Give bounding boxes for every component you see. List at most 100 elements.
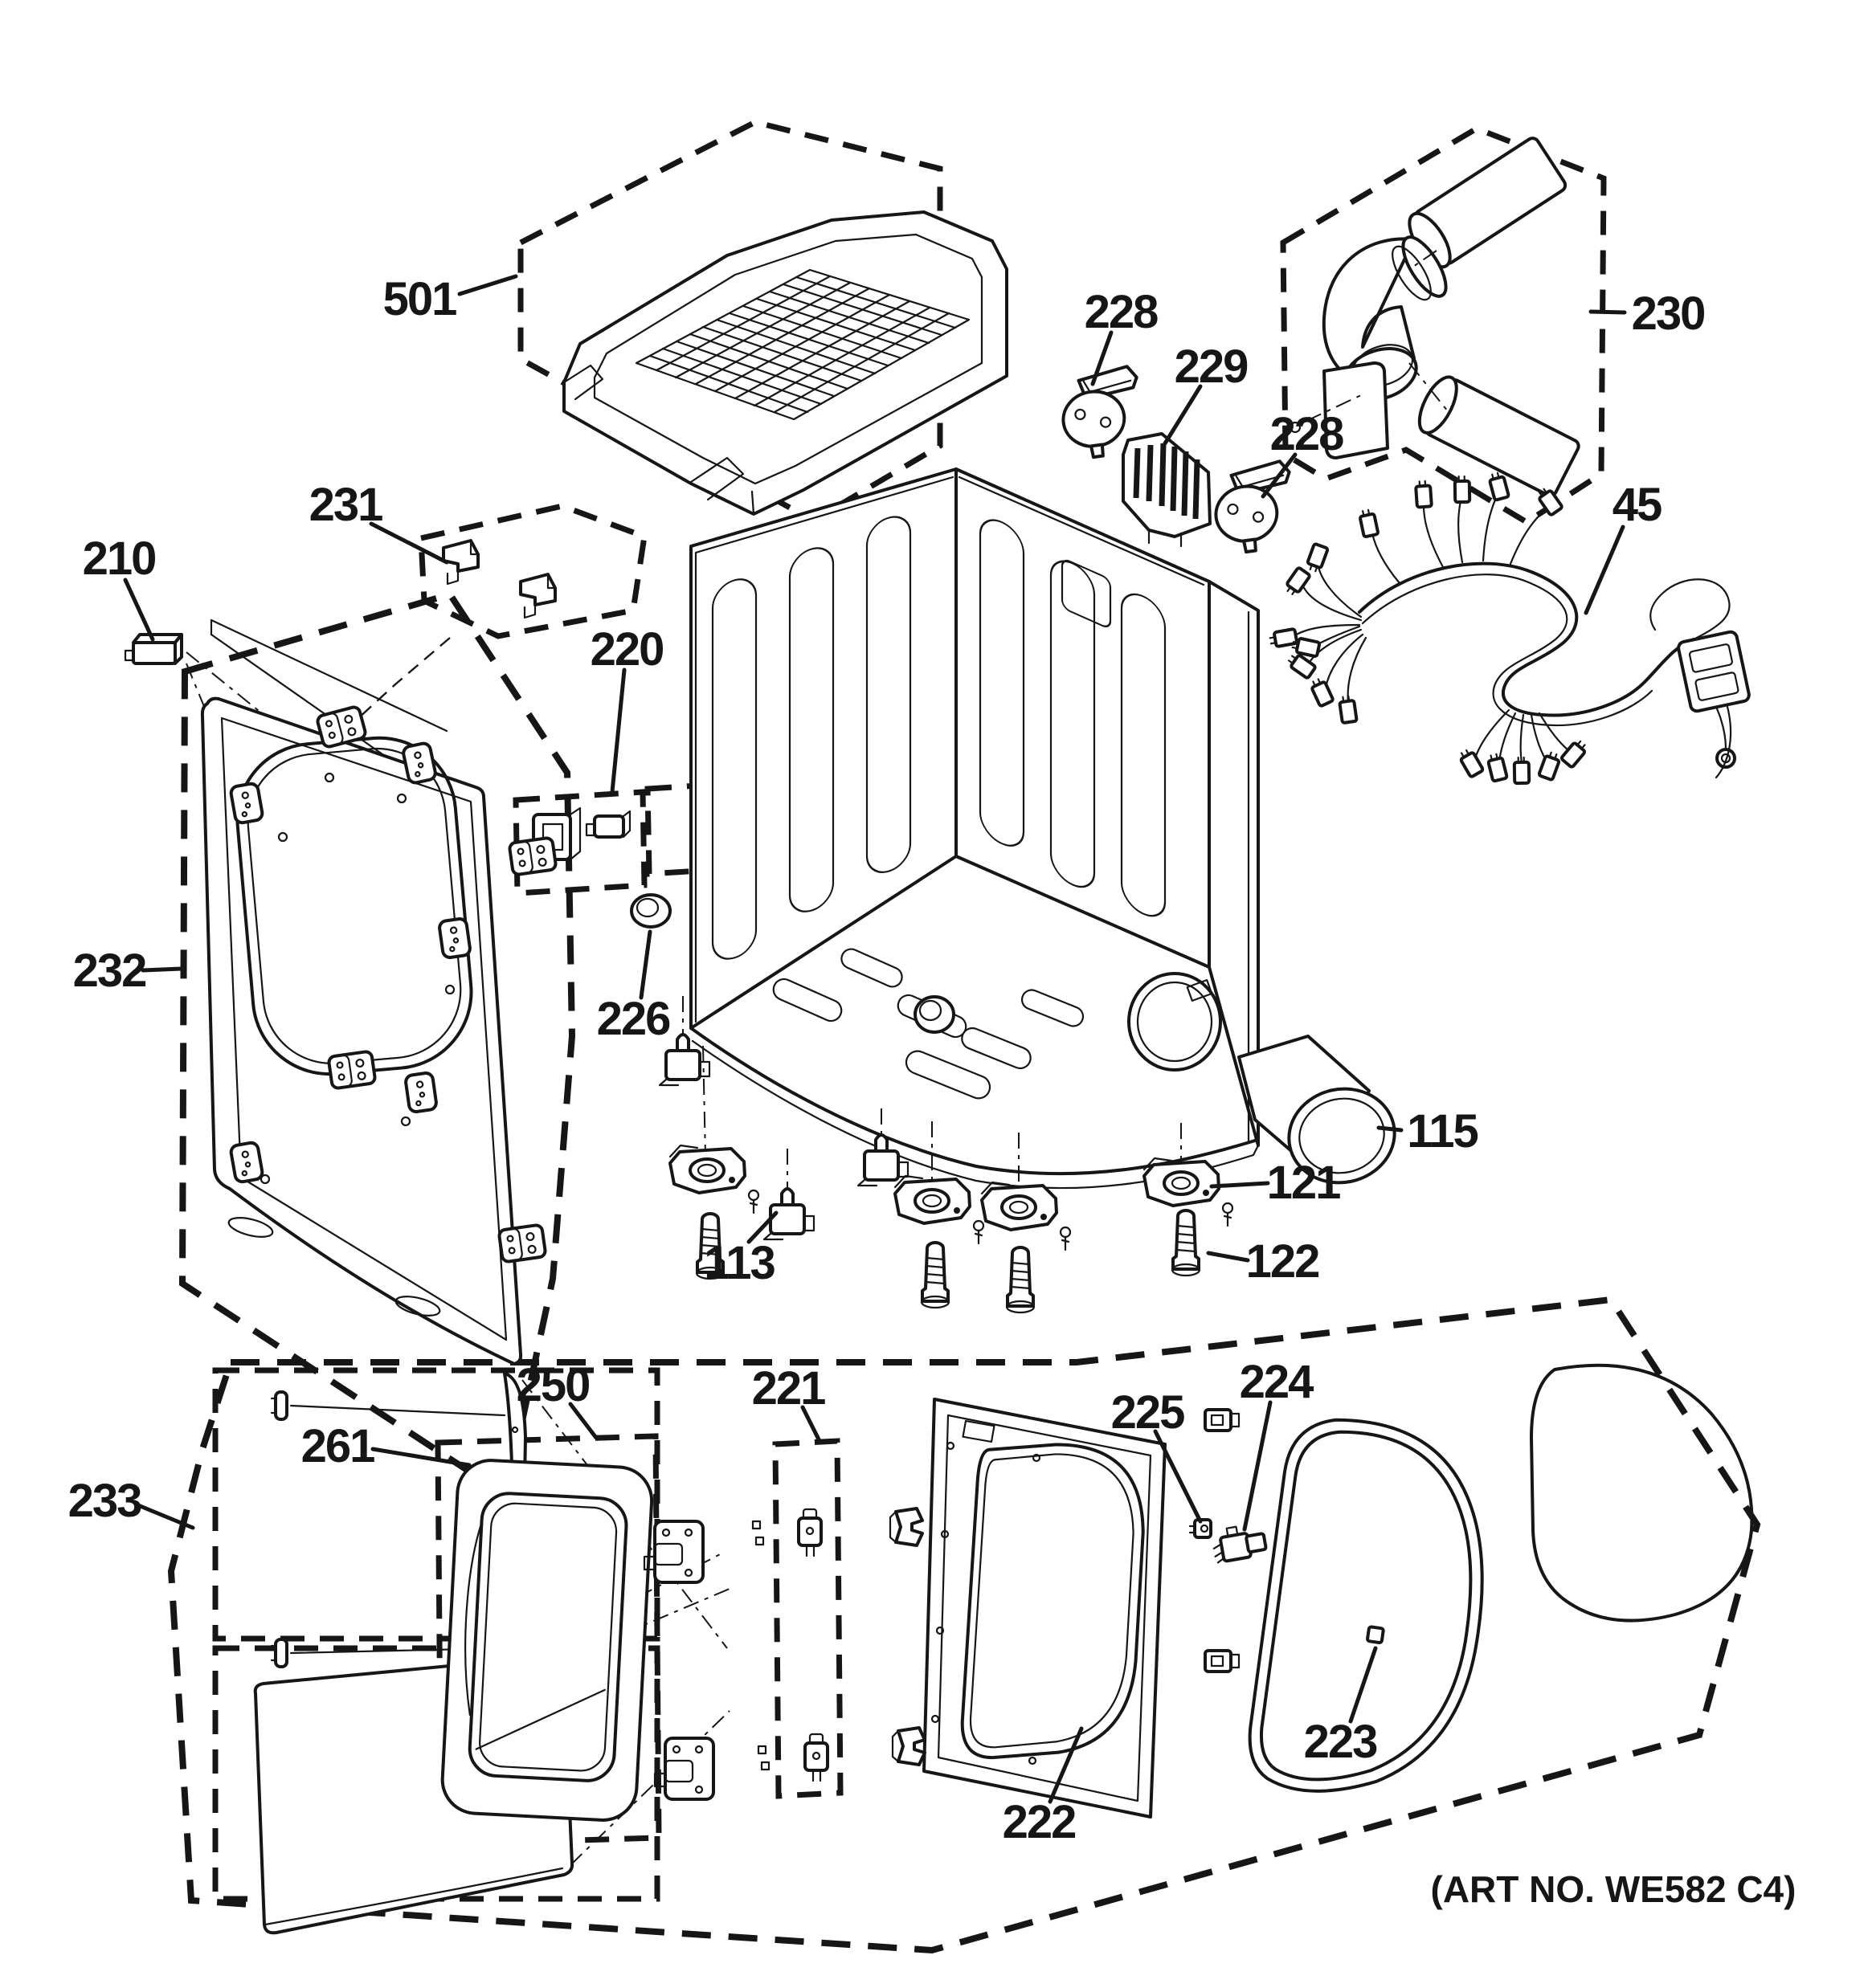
harness-main-connector bbox=[1677, 630, 1751, 713]
callout-226: 226 bbox=[597, 929, 672, 1045]
callout-121-label: 121 bbox=[1267, 1157, 1341, 1209]
callout-226-label: 226 bbox=[597, 993, 671, 1045]
part-232-front-panel bbox=[200, 618, 558, 1365]
part-122-leg-2 bbox=[920, 1241, 950, 1309]
part-222-inner-panel bbox=[922, 1398, 1167, 1819]
part-striker-block-1 bbox=[1204, 1408, 1241, 1432]
base-grommet bbox=[914, 995, 955, 1034]
door-hinge-lower bbox=[497, 1223, 548, 1264]
callout-113-label: 113 bbox=[704, 1237, 775, 1289]
part-220-latch-set bbox=[532, 806, 632, 861]
trim-pin-bottom bbox=[270, 1638, 288, 1668]
duct-plate-screw bbox=[1289, 394, 1362, 434]
callout-230: 230 bbox=[1588, 288, 1706, 340]
callout-231: 231 bbox=[309, 479, 449, 565]
cabinet-left-embossing bbox=[711, 516, 912, 960]
assembly-line-glass-frame-4 bbox=[570, 1710, 730, 1866]
callout-229-label: 229 bbox=[1175, 341, 1249, 393]
callout-223-label: 223 bbox=[1304, 1716, 1378, 1768]
part-door-hinge-2 bbox=[653, 1737, 715, 1801]
callout-121: 121 bbox=[1209, 1157, 1342, 1209]
callout-231-label: 231 bbox=[309, 479, 383, 531]
part-panel-clip-1 bbox=[889, 1507, 924, 1547]
callout-261: 261 bbox=[301, 1420, 472, 1472]
callout-45-label: 45 bbox=[1613, 479, 1662, 531]
hinge-screws bbox=[751, 1520, 770, 1771]
part-121-plate-4 bbox=[1142, 1157, 1220, 1207]
callout-233: 233 bbox=[68, 1475, 195, 1530]
part-501-top-cover bbox=[562, 210, 1008, 516]
group-box-261 bbox=[212, 1367, 660, 1642]
part-felt-seal bbox=[1530, 1363, 1754, 1623]
part-221-latch-1 bbox=[797, 1508, 823, 1557]
callout-228a-label: 228 bbox=[1085, 286, 1159, 338]
part-210-switch bbox=[124, 633, 183, 665]
group-box-220-left bbox=[513, 789, 648, 896]
callout-45: 45 bbox=[1584, 479, 1663, 615]
part-113-clip-3 bbox=[762, 1187, 815, 1241]
group-box-233 bbox=[167, 1296, 1761, 1954]
callout-233-label: 233 bbox=[68, 1475, 142, 1527]
part-226-bushing bbox=[630, 893, 672, 929]
part-250-door-frame bbox=[440, 1459, 654, 1822]
part-122-leg-4 bbox=[1171, 1209, 1201, 1277]
callout-250-label: 250 bbox=[517, 1359, 590, 1411]
panel-hinge-top bbox=[314, 704, 369, 750]
callout-501-label: 501 bbox=[383, 273, 457, 325]
duct-assembly-line-1 bbox=[1410, 250, 1437, 269]
callout-222-label: 222 bbox=[1003, 1796, 1076, 1848]
callout-225: 225 bbox=[1111, 1386, 1203, 1524]
cabinet-back-embossing bbox=[979, 519, 1167, 917]
part-221-latch-2 bbox=[803, 1733, 829, 1782]
duct-assembly-line-2 bbox=[1408, 362, 1449, 412]
group-box-221 bbox=[772, 1438, 844, 1799]
callout-261-label: 261 bbox=[301, 1420, 375, 1472]
door-hinge-upper bbox=[507, 835, 558, 877]
group-box-501 bbox=[517, 119, 943, 525]
part-121-plate-1 bbox=[668, 1144, 746, 1194]
group-box-232 bbox=[178, 590, 576, 1501]
group-box-231 bbox=[418, 503, 648, 639]
part-cabinet-wrapper bbox=[689, 467, 1260, 1190]
part-223-door-gasket bbox=[1248, 1418, 1484, 1793]
part-striker-block-2 bbox=[1204, 1649, 1241, 1673]
part-121-plate-3 bbox=[980, 1181, 1058, 1231]
link-231-to-panel bbox=[357, 637, 451, 720]
part-121-plate-2 bbox=[893, 1174, 971, 1225]
cabinet-back-panel bbox=[954, 467, 1211, 969]
callout-228-second: 228 bbox=[1261, 408, 1345, 499]
part-45-wire-harness bbox=[1267, 470, 1751, 786]
callout-232: 232 bbox=[73, 945, 184, 997]
callout-225-label: 225 bbox=[1111, 1386, 1185, 1439]
callout-115: 115 bbox=[1376, 1105, 1480, 1157]
top-cover-grille-grid bbox=[648, 275, 957, 414]
callouts-layer: 501 230 228 229 228 45 210 231 bbox=[68, 273, 1796, 1910]
callout-221-label: 221 bbox=[752, 1362, 826, 1414]
part-panel-clip-2 bbox=[891, 1726, 926, 1766]
callout-223: 223 bbox=[1304, 1646, 1379, 1768]
callout-229: 229 bbox=[1163, 341, 1249, 446]
part-228-thermostat-2 bbox=[1208, 458, 1302, 557]
callout-501: 501 bbox=[383, 273, 518, 325]
callout-113: 113 bbox=[704, 1210, 779, 1289]
part-229-bracket bbox=[1122, 432, 1212, 548]
callout-232-label: 232 bbox=[73, 945, 146, 997]
callout-228-first: 228 bbox=[1085, 286, 1159, 386]
duct-mount-plate bbox=[1322, 361, 1389, 459]
callout-224-label: 224 bbox=[1240, 1356, 1314, 1408]
part-231-clip-2 bbox=[519, 573, 557, 619]
group-box-230 bbox=[1280, 125, 1607, 526]
trim-pin-top bbox=[270, 1390, 288, 1421]
callout-220: 220 bbox=[591, 623, 664, 794]
callout-122-label: 122 bbox=[1246, 1235, 1319, 1288]
callout-210: 210 bbox=[83, 533, 157, 642]
callout-224: 224 bbox=[1240, 1356, 1315, 1532]
panel-hinge-center bbox=[326, 1049, 378, 1091]
part-224-door-switch bbox=[1212, 1525, 1268, 1564]
leveling-parts-group bbox=[658, 996, 1234, 1314]
duct-tube-upper bbox=[1408, 137, 1568, 269]
callout-228b-label: 228 bbox=[1270, 408, 1344, 460]
part-225-clip bbox=[1188, 1518, 1212, 1539]
